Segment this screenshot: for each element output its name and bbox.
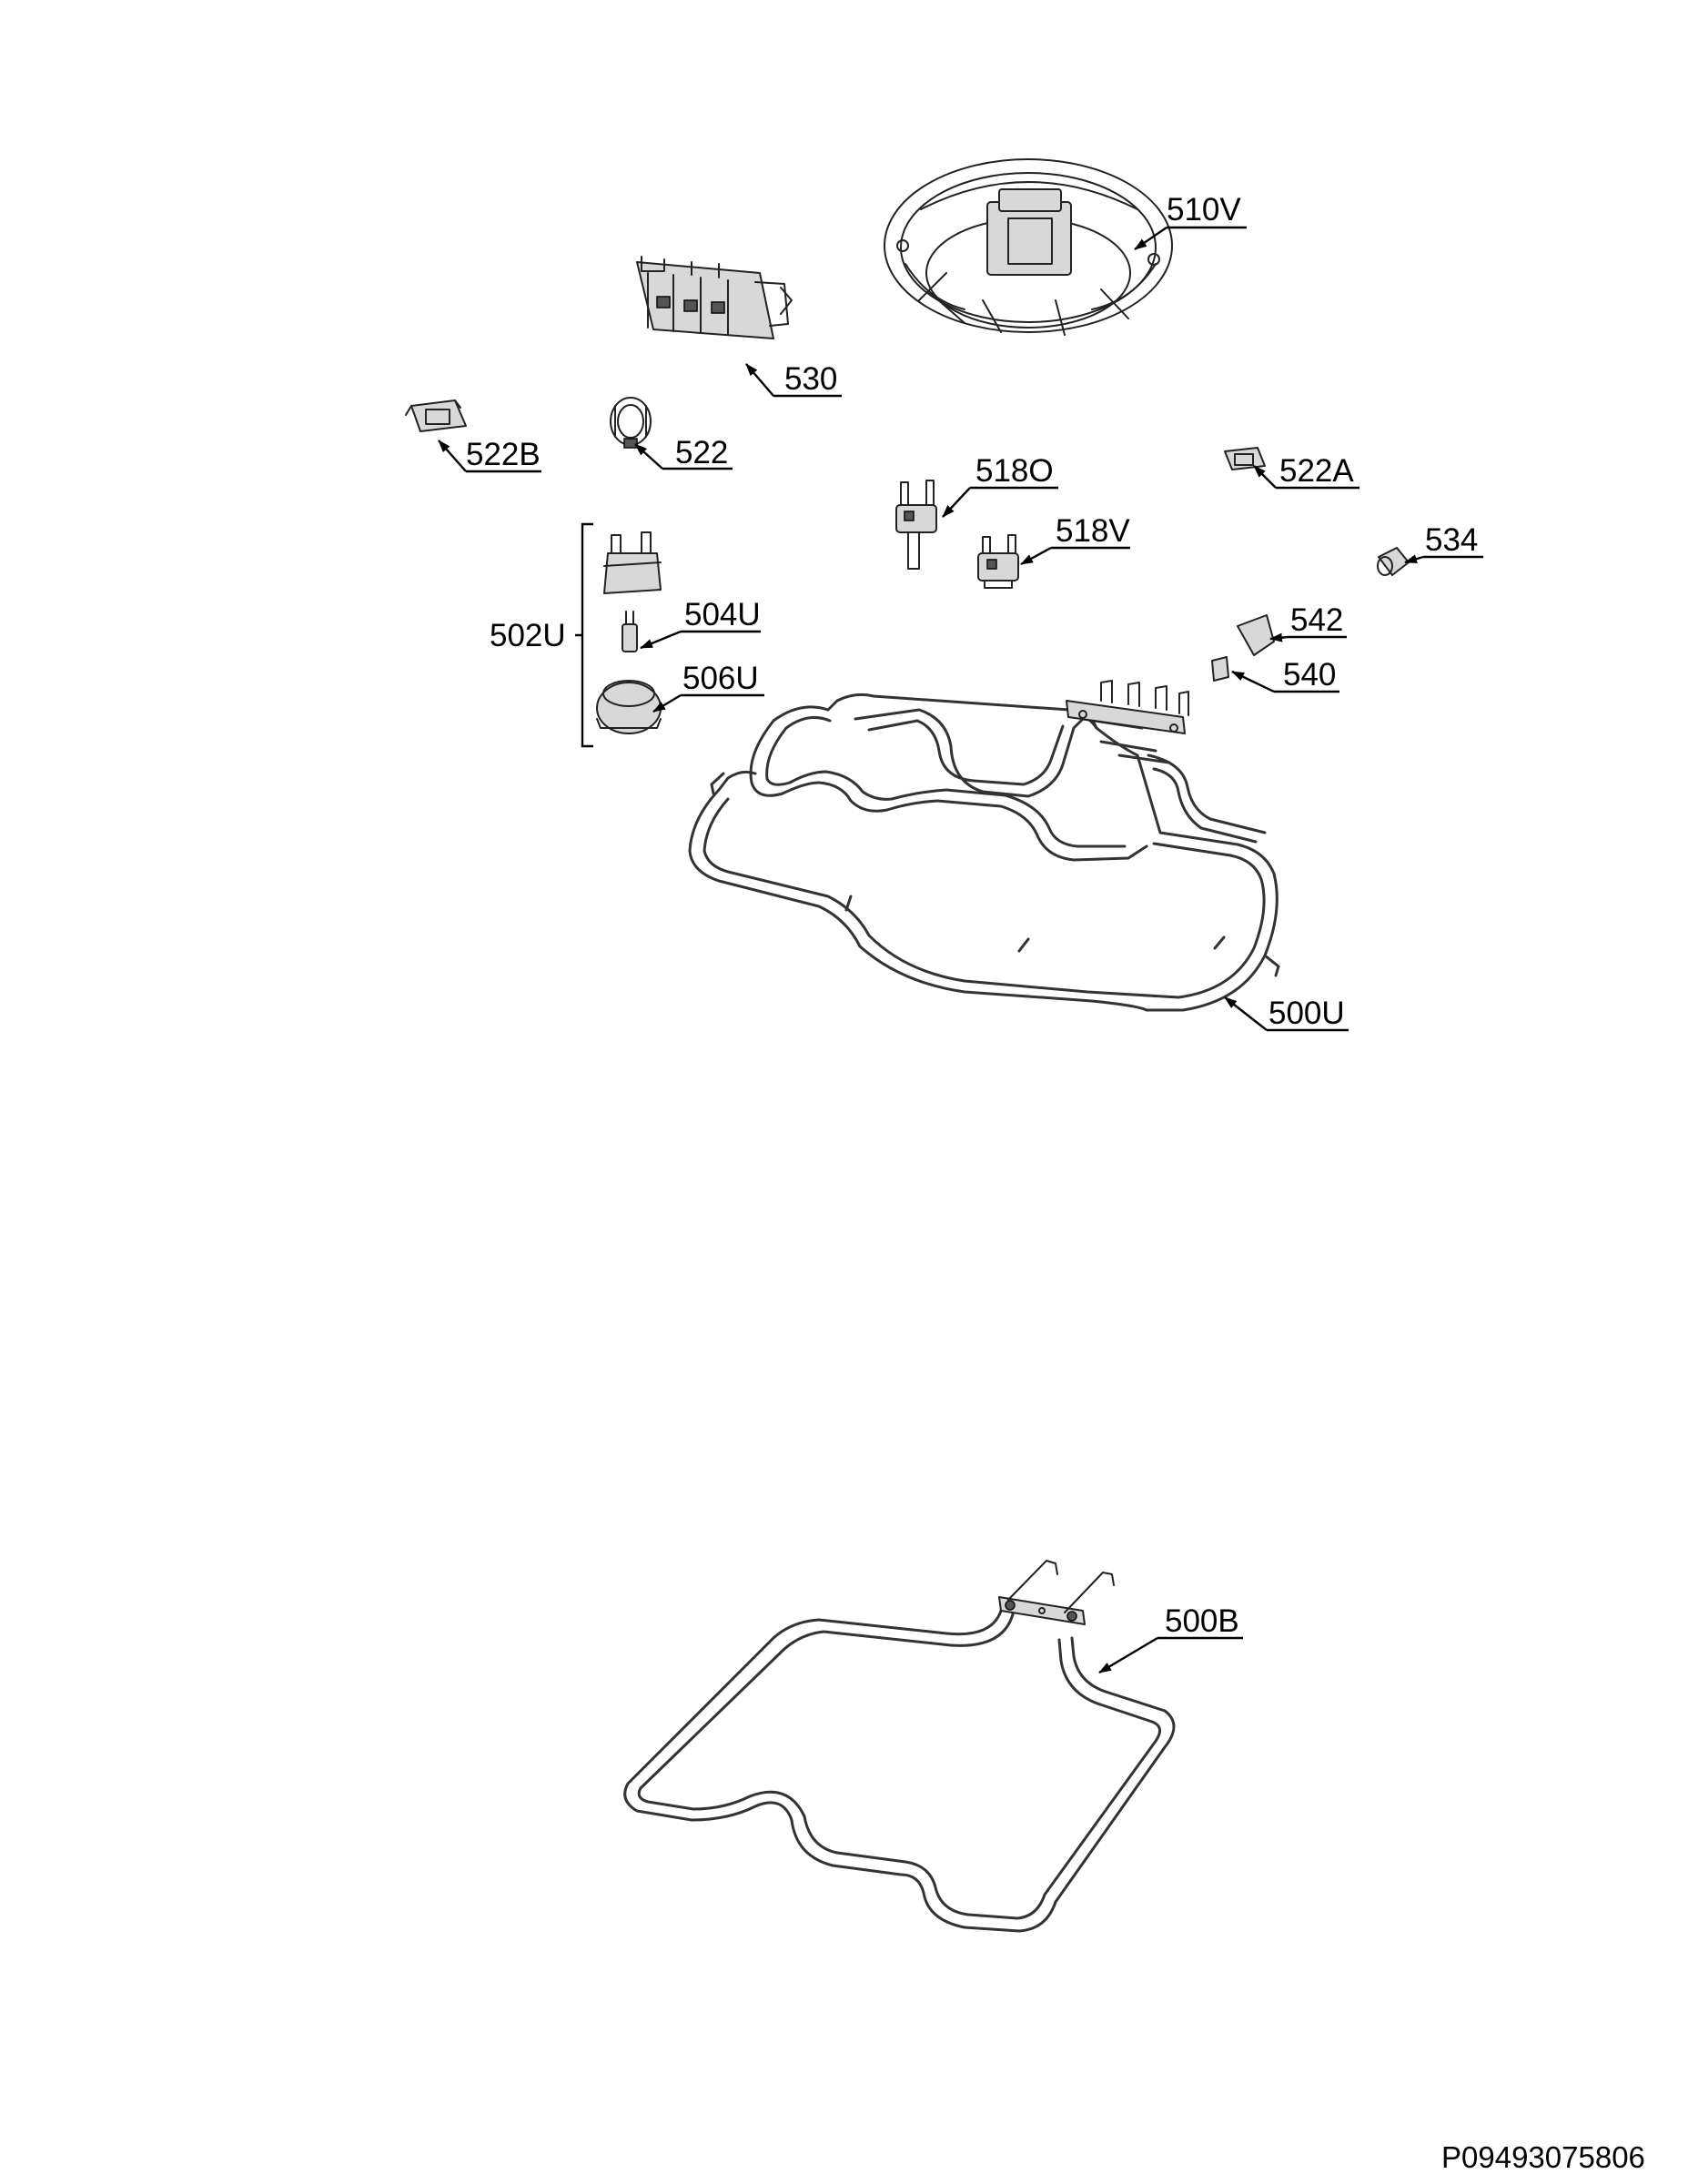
lamp-bulb-part xyxy=(622,611,638,652)
label-518o: 518O xyxy=(975,453,1054,489)
upper-heating-element-part xyxy=(688,680,1280,1012)
seal-542-part xyxy=(1237,614,1275,656)
label-522a: 522A xyxy=(1279,453,1354,489)
label-530: 530 xyxy=(784,361,837,397)
label-500u: 500U xyxy=(1268,996,1345,1031)
lower-heating-element-part xyxy=(623,1560,1176,1933)
label-542: 542 xyxy=(1290,602,1343,638)
cap-534-part xyxy=(1377,547,1410,576)
terminal-block-part xyxy=(636,256,793,339)
lamp-clip-522-part xyxy=(610,397,652,449)
label-534: 534 xyxy=(1425,522,1478,558)
label-500b: 500B xyxy=(1165,1603,1239,1639)
label-506u: 506U xyxy=(682,661,759,696)
label-504u: 504U xyxy=(684,597,761,632)
thermostat-518v-part xyxy=(977,534,1019,589)
document-id: P09493075806 xyxy=(1441,2140,1645,2174)
thermostat-518o-part xyxy=(895,480,937,570)
label-518v: 518V xyxy=(1056,513,1130,549)
label-502u: 502U xyxy=(490,618,566,653)
leader-lines xyxy=(438,226,1483,1674)
label-540: 540 xyxy=(1283,657,1336,693)
lamp-glass-part xyxy=(596,680,662,734)
lamp-bracket-522b-part xyxy=(405,399,467,432)
label-522: 522 xyxy=(675,435,728,470)
label-522b: 522B xyxy=(466,437,541,472)
fan-motor-part xyxy=(884,158,1173,336)
group-bracket-502u xyxy=(575,522,593,748)
lamp-bracket-522a-part xyxy=(1224,447,1266,470)
part-labels: 510V 530 522B 522 518O 522A 518V 534 502… xyxy=(466,192,1478,1639)
gasket-540-part xyxy=(1211,656,1229,682)
lamp-cover-part xyxy=(603,531,662,594)
label-510v: 510V xyxy=(1167,192,1241,228)
